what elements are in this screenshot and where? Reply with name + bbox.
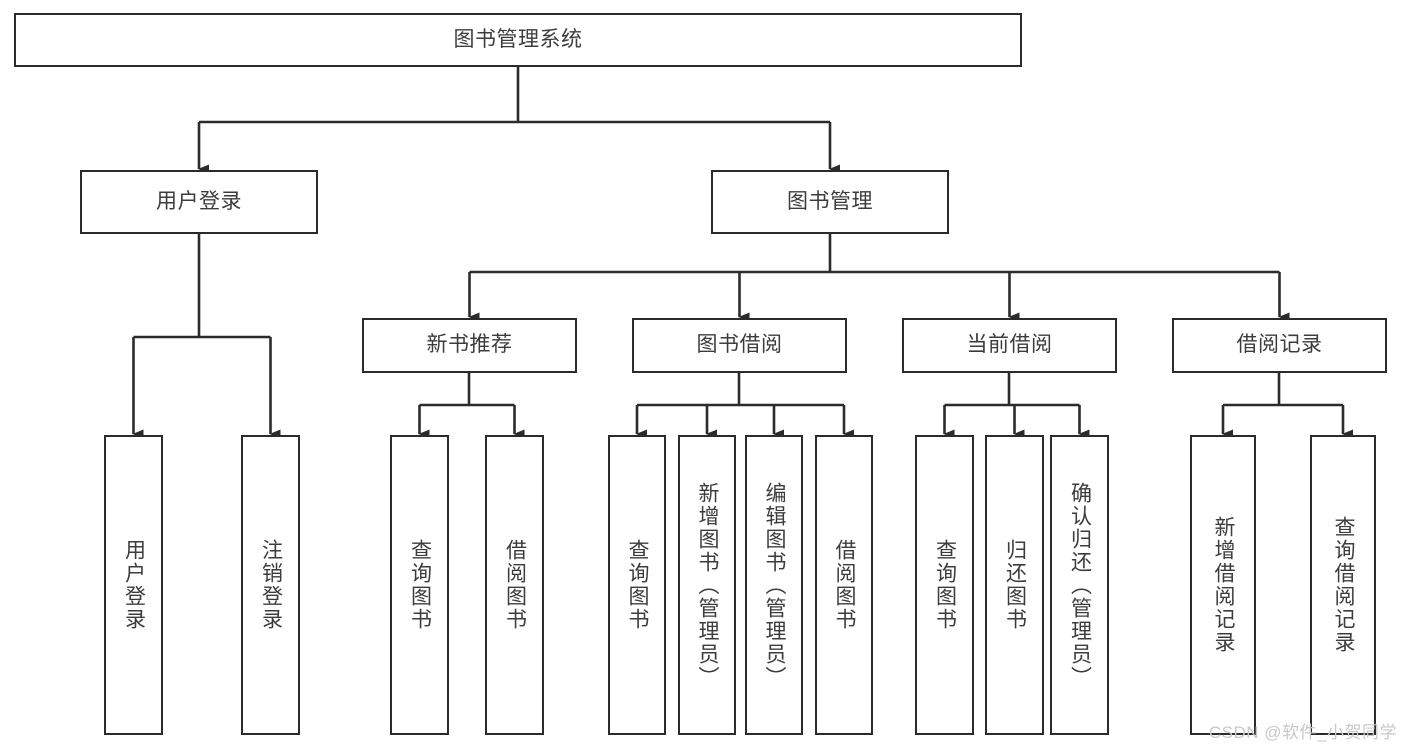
node-label: 编辑图书（管理员） bbox=[763, 481, 787, 689]
node-label: 当前借阅 bbox=[966, 333, 1053, 357]
node-leaf_5[interactable]: 新增图书（管理员） bbox=[678, 435, 736, 735]
node-l2_1[interactable]: 图书借阅 bbox=[632, 318, 847, 373]
node-leaf_9[interactable]: 归还图书 bbox=[985, 435, 1044, 735]
node-leaf_4[interactable]: 查询图书 bbox=[608, 435, 666, 735]
node-label: 新书推荐 bbox=[426, 333, 513, 357]
node-label: 确认归还（管理员） bbox=[1068, 481, 1092, 689]
node-label: 借阅图书 bbox=[503, 539, 527, 631]
node-leaf_8[interactable]: 查询图书 bbox=[915, 435, 974, 735]
node-leaf_0[interactable]: 用户登录 bbox=[104, 435, 163, 735]
node-leaf_10[interactable]: 确认归还（管理员） bbox=[1050, 435, 1109, 735]
node-root[interactable]: 图书管理系统 bbox=[14, 13, 1022, 67]
node-label: 查询图书 bbox=[626, 539, 650, 631]
node-leaf_3[interactable]: 借阅图书 bbox=[485, 435, 544, 735]
node-label: 归还图书 bbox=[1003, 539, 1027, 631]
node-leaf_2[interactable]: 查询图书 bbox=[390, 435, 449, 735]
node-label: 图书借阅 bbox=[696, 333, 783, 357]
node-label: 查询借阅记录 bbox=[1332, 516, 1356, 654]
node-leaf_11[interactable]: 新增借阅记录 bbox=[1190, 435, 1256, 735]
node-label: 借阅记录 bbox=[1236, 333, 1323, 357]
node-label: 用户登录 bbox=[156, 189, 242, 213]
node-label: 查询图书 bbox=[933, 539, 957, 631]
node-label: 新增图书（管理员） bbox=[696, 481, 720, 689]
node-l2_0[interactable]: 新书推荐 bbox=[362, 318, 577, 373]
node-l2_3[interactable]: 借阅记录 bbox=[1172, 318, 1387, 373]
node-leaf_7[interactable]: 借阅图书 bbox=[815, 435, 873, 735]
node-label: 图书管理 bbox=[787, 189, 873, 213]
node-label: 查询图书 bbox=[408, 539, 432, 631]
node-label: 用户登录 bbox=[122, 539, 146, 631]
node-label: 图书管理系统 bbox=[453, 27, 583, 51]
node-l1_1[interactable]: 图书管理 bbox=[711, 170, 949, 234]
node-l1_0[interactable]: 用户登录 bbox=[80, 170, 318, 234]
node-label: 注销登录 bbox=[259, 539, 283, 631]
node-leaf_1[interactable]: 注销登录 bbox=[241, 435, 300, 735]
node-leaf_6[interactable]: 编辑图书（管理员） bbox=[745, 435, 803, 735]
connector-lines bbox=[132, 67, 1353, 439]
node-l2_2[interactable]: 当前借阅 bbox=[902, 318, 1117, 373]
node-label: 借阅图书 bbox=[833, 539, 857, 631]
node-leaf_12[interactable]: 查询借阅记录 bbox=[1310, 435, 1376, 735]
node-label: 新增借阅记录 bbox=[1212, 516, 1236, 654]
